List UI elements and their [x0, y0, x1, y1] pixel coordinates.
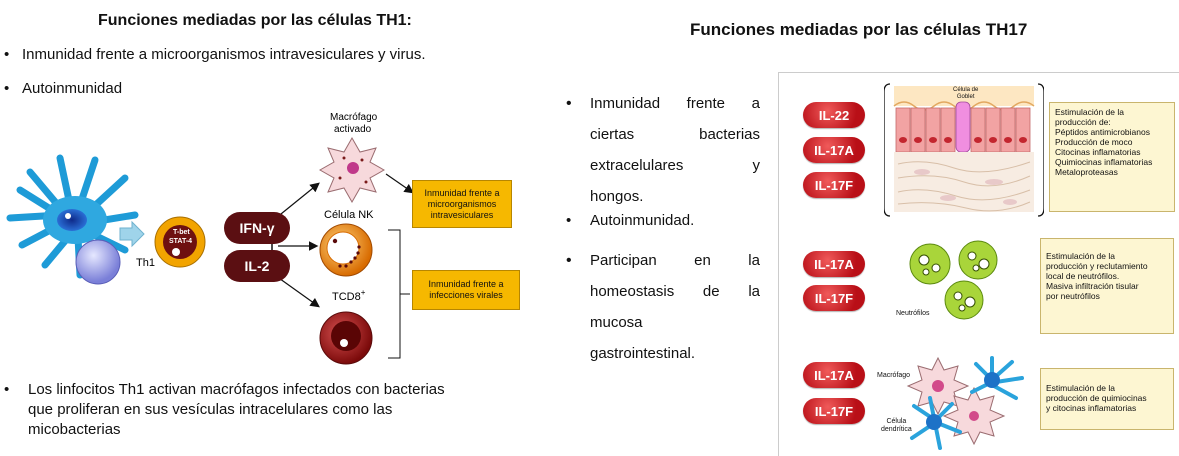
th17-figure-frame — [778, 72, 1179, 456]
th1-label: Th1 — [136, 257, 155, 269]
tcd8-cell-icon — [319, 311, 373, 365]
block-arrow-icon — [119, 220, 145, 248]
neutrophil-icon — [909, 243, 951, 285]
il2-pill: IL-2 — [224, 250, 290, 282]
panel2-il17a-pill: IL-17A — [803, 251, 865, 277]
th1-bullet-2: •Autoinmunidad — [4, 80, 123, 97]
dendritic-cell-icon — [6, 154, 139, 279]
panel2-il17f-pill: IL-17F — [803, 285, 865, 311]
macrophage-label-1: Macrófago — [330, 112, 378, 123]
dendritic-cell-icon — [910, 396, 962, 450]
macrophage-dendritic-illustration — [906, 356, 1024, 450]
goblet-cell-icon — [955, 101, 971, 153]
neutrophil-icon — [944, 280, 984, 320]
panel1-il22-pill: IL-22 — [803, 102, 865, 128]
nk-tcd8-bracket — [388, 229, 401, 359]
th17-bullet-2: •Autoinmunidad. — [566, 212, 695, 229]
stat4-label: STAT-4 — [169, 238, 192, 245]
neutrophils-illustration — [909, 240, 998, 320]
th1-title: Funciones mediadas por las células TH1: — [98, 12, 412, 29]
th17-title: Funciones mediadas por las células TH17 — [690, 20, 1028, 39]
arrow-to-tcd8 — [275, 275, 320, 308]
arrow-to-box1 — [385, 173, 414, 194]
panel3-macrophage-label: Macrófago — [877, 372, 911, 379]
th1-bottom-bullet: •Los linfocitos Th1 activan macrófagos i… — [4, 381, 445, 438]
th1-diagram: Th1 T-bet STAT-4 Macrófago activado Célu… — [6, 112, 414, 365]
macrophage-icon — [906, 356, 970, 416]
dendritic-cell-icon — [970, 356, 1024, 400]
panel1-il17f-pill: IL-17F — [803, 172, 865, 198]
epithelium-illustration — [884, 83, 1044, 217]
activated-macrophage-icon — [318, 136, 386, 204]
nk-label: Célula NK — [324, 209, 374, 221]
macrophage-label-2: activado — [334, 124, 372, 135]
neutrophil-label: Neutrófilos — [896, 310, 930, 317]
th1-bullet-1: •Inmunidad frente a microorganismos intr… — [4, 46, 426, 63]
panel3-il17a-pill: IL-17A — [803, 362, 865, 388]
nk-cell-icon — [319, 223, 373, 277]
th1-cell-icon — [154, 216, 206, 268]
tcd8-label: TCD8+ — [332, 288, 366, 303]
arrow-to-macrophage — [275, 182, 320, 219]
panel3-il17f-pill: IL-17F — [803, 398, 865, 424]
neutrophil-icon — [958, 240, 998, 280]
ifn-gamma-pill: IFN-γ — [224, 212, 290, 244]
panel1-il17a-pill: IL-17A — [803, 137, 865, 163]
t-cell-icon — [75, 239, 121, 285]
tbet-label: T-bet — [173, 229, 190, 236]
